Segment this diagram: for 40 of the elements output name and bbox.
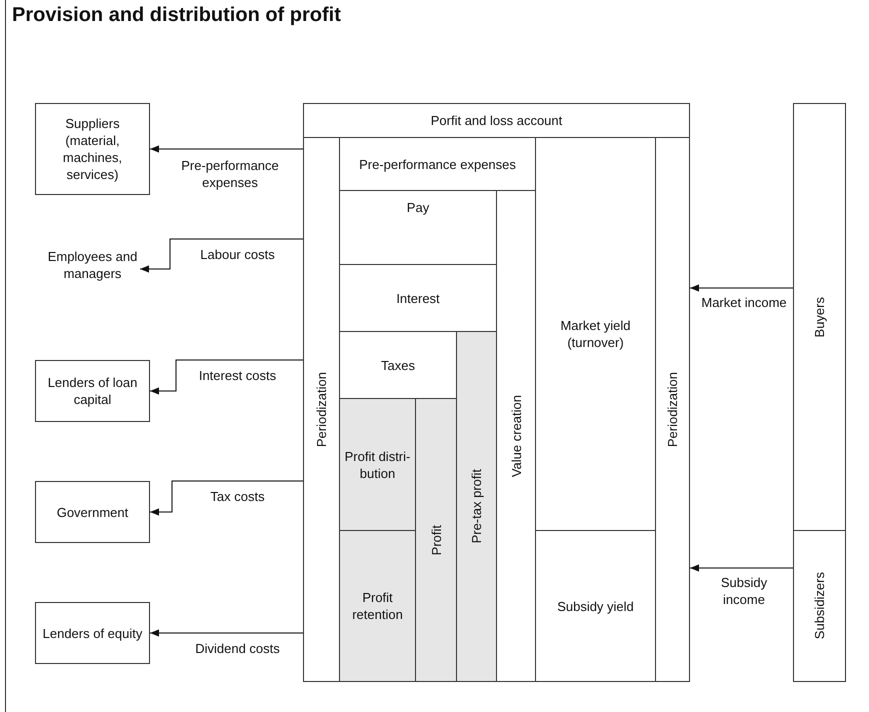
- column-label: Profit: [428, 524, 444, 556]
- field-label: Interest: [395, 290, 441, 306]
- stakeholder-box: [35, 481, 150, 543]
- node-label: Employees and managers: [48, 249, 138, 281]
- arrow: [150, 360, 304, 395]
- column-label: Subsidizers: [811, 572, 828, 640]
- account-column: [456, 331, 497, 682]
- arrow: [140, 238, 304, 273]
- field-label: Pay: [406, 199, 430, 216]
- field-label: Taxes: [380, 356, 416, 374]
- account-field: [339, 530, 416, 682]
- account-column: [415, 398, 457, 682]
- account-field: [339, 398, 416, 531]
- column-label: Periodization: [313, 372, 330, 448]
- arrow: [690, 284, 794, 292]
- field-label: Pre-performance expenses: [358, 156, 517, 172]
- stakeholder-column: [793, 103, 846, 531]
- arrow: [150, 145, 304, 153]
- field-label: Profit retention: [351, 589, 404, 623]
- column-label: Periodization: [664, 372, 681, 448]
- stakeholder-box: [35, 360, 150, 422]
- field-label: Market yield (turnover): [559, 317, 632, 351]
- field-label: Subsidy yield: [556, 598, 635, 614]
- arrow: [690, 564, 794, 572]
- stakeholder-column: [793, 530, 846, 682]
- column-label: Buyers: [811, 296, 828, 338]
- stakeholder-box: [35, 602, 150, 664]
- arrow: [150, 629, 304, 637]
- field-label: Lenders of loan capital: [46, 374, 138, 408]
- diagram-title: Provision and distribution of profit: [12, 4, 341, 27]
- field-label: Suppliers (material, machines, services): [62, 115, 124, 183]
- account-title: Porfit and loss account: [430, 112, 564, 129]
- column-label: Pre-tax profit: [468, 469, 485, 544]
- field-label: Profit distri- bution: [344, 448, 412, 482]
- field-label: Lenders of equity: [42, 624, 144, 642]
- account-box: [303, 103, 690, 682]
- column-label: Value creation: [508, 394, 524, 478]
- stakeholder-box: [35, 103, 150, 195]
- arrow: [150, 480, 304, 516]
- field-label: Government: [56, 504, 130, 520]
